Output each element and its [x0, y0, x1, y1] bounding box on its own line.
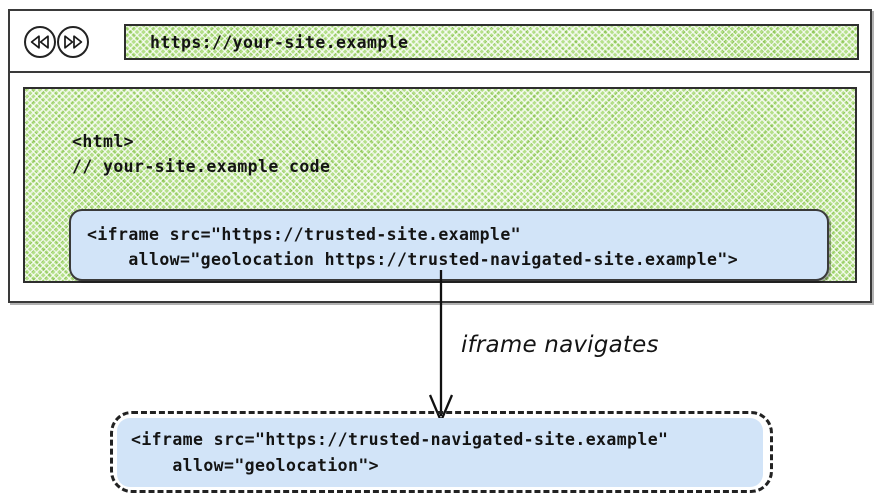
- embedded-iframe-box: <iframe src="https://trusted-site.exampl…: [69, 209, 829, 281]
- back-button[interactable]: [24, 26, 56, 58]
- forward-button[interactable]: [57, 26, 89, 58]
- browser-toolbar: https://your-site.example: [10, 11, 870, 73]
- navigated-iframe-line-1: <iframe src="https://trusted-navigated-s…: [131, 430, 669, 449]
- navigated-iframe-line-2: allow="geolocation">: [131, 456, 380, 475]
- page-code-line-1: <html>: [72, 132, 135, 151]
- page-viewport: <html> // your-site.example code <iframe…: [23, 87, 857, 283]
- browser-window: https://your-site.example <html> // your…: [8, 9, 872, 303]
- annotation-label: iframe navigates: [461, 332, 659, 358]
- address-bar[interactable]: https://your-site.example: [124, 24, 859, 60]
- address-bar-value: https://your-site.example: [150, 32, 409, 52]
- rewind-icon: [30, 35, 50, 49]
- navigated-iframe-dashed-border: [110, 411, 773, 493]
- navigated-iframe-box: <iframe src="https://trusted-navigated-s…: [117, 418, 763, 487]
- page-code-line-2: // your-site.example code: [72, 157, 331, 176]
- embedded-iframe-line-2: allow="geolocation https://trusted-navig…: [87, 250, 739, 269]
- fast-forward-icon: [63, 35, 83, 49]
- embedded-iframe-line-1: <iframe src="https://trusted-site.exampl…: [87, 225, 522, 244]
